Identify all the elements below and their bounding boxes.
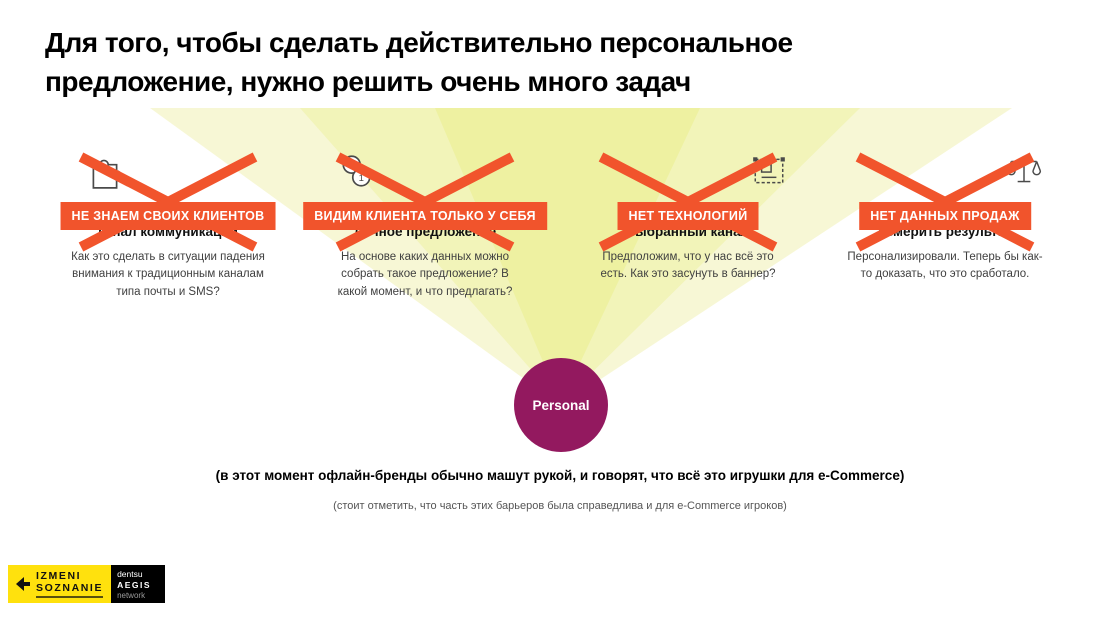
icon-row: 5 1	[325, 152, 525, 198]
column-body: Как это сделать в ситуации падения внима…	[71, 251, 265, 298]
dentsu-aegis-logo: dentsu AEGIS network	[111, 565, 166, 603]
svg-text:1: 1	[359, 173, 364, 184]
aegis-label: AEGIS	[117, 579, 152, 590]
task-column-measure: Не забыть измерить результат Персонализи…	[845, 152, 1045, 284]
icon-row	[68, 152, 268, 198]
barrier-banner: НЕТ ТЕХНОЛОГИЙ	[617, 202, 759, 230]
footer-logos: IZMENI SOZNANIE dentsu AEGIS network	[8, 565, 166, 603]
title-line-1: Для того, чтобы сделать действительно пе…	[45, 27, 793, 58]
logo-rule	[36, 596, 104, 599]
caption-main: (в этот момент офлайн-бренды обычно машу…	[215, 468, 905, 483]
logo-line: SOZNANIE	[36, 582, 104, 594]
personal-circle: Personal	[514, 358, 608, 452]
task-column-adapt: Адаптировать под выбранный канал Предпол…	[588, 152, 788, 284]
task-column-channel: Выбрать правильный канал коммуникации Ка…	[60, 152, 276, 301]
banner-layout-icon	[750, 152, 788, 190]
task-column-offer: 5 1 Сформировать личное предложение На о…	[303, 152, 547, 301]
icon-row	[845, 152, 1045, 198]
personal-label: Personal	[532, 397, 590, 413]
svg-text:5: 5	[349, 160, 354, 171]
page-title: Для того, чтобы сделать действительно пе…	[45, 24, 793, 101]
title-line-2: предложение, нужно решить очень много за…	[45, 65, 691, 97]
column-body: Предположим, что у нас всё это есть. Как…	[600, 251, 776, 281]
column-body: На основе каких данных можно собрать так…	[337, 251, 513, 298]
dentsu-label: dentsu	[117, 568, 143, 579]
scales-icon	[1005, 152, 1043, 190]
numbered-coins-icon: 5 1	[338, 152, 376, 190]
column-body: Персонализировали. Теперь бы как-то дока…	[847, 251, 1043, 281]
barrier-banner: НЕ ЗНАЕМ СВОИХ КЛИЕНТОВ	[60, 202, 276, 230]
barrier-banner: НЕТ ДАННЫХ ПРОДАЖ	[859, 202, 1031, 230]
logo-line: IZMENI	[36, 569, 82, 582]
caption-sub: (стоит отметить, что часть этих барьеров…	[333, 500, 787, 512]
icon-row	[588, 152, 788, 198]
izmeni-soznanie-logo: IZMENI SOZNANIE	[8, 565, 112, 603]
puzzle-piece-icon	[86, 152, 124, 190]
logo-mark-icon	[16, 577, 30, 591]
barrier-banner: ВИДИМ КЛИЕНТА ТОЛЬКО У СЕБЯ	[303, 202, 547, 230]
izmeni-soznanie-wordmark: IZMENI SOZNANIE	[36, 569, 104, 599]
network-label: network	[117, 590, 146, 600]
